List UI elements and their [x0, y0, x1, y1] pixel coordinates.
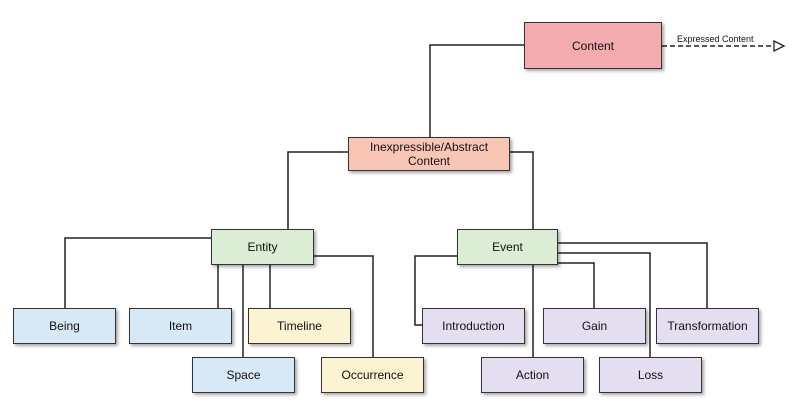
- node-action[interactable]: Action: [481, 357, 584, 393]
- node-abstract-content[interactable]: Inexpressible/Abstract Content: [348, 137, 510, 171]
- connector-abstract-event: [510, 151, 534, 229]
- node-timeline[interactable]: Timeline: [248, 308, 351, 344]
- connector-event-transformation: [558, 242, 708, 308]
- node-loss[interactable]: Loss: [599, 357, 702, 393]
- node-item[interactable]: Item: [129, 308, 232, 344]
- node-space[interactable]: Space: [192, 357, 295, 393]
- node-transformation[interactable]: Transformation: [656, 308, 759, 344]
- node-occurrence[interactable]: Occurrence: [321, 357, 424, 393]
- node-content[interactable]: Content: [524, 22, 662, 69]
- node-gain[interactable]: Gain: [543, 308, 646, 344]
- edge-label-expressed-content: Expressed Content: [677, 34, 754, 44]
- connector-event-introduction: [414, 255, 457, 326]
- connector-event-loss: [558, 252, 651, 357]
- connector-content-abstract: [429, 44, 524, 137]
- node-entity[interactable]: Entity: [211, 229, 314, 265]
- connector-entity-being: [64, 237, 211, 308]
- node-introduction[interactable]: Introduction: [422, 308, 525, 344]
- node-being[interactable]: Being: [13, 308, 116, 344]
- connector-entity-occurrence: [314, 255, 374, 357]
- arrowhead-open-icon: [773, 39, 786, 53]
- connector-abstract-entity: [287, 151, 348, 229]
- connector-event-gain: [558, 262, 595, 308]
- node-event[interactable]: Event: [457, 229, 558, 265]
